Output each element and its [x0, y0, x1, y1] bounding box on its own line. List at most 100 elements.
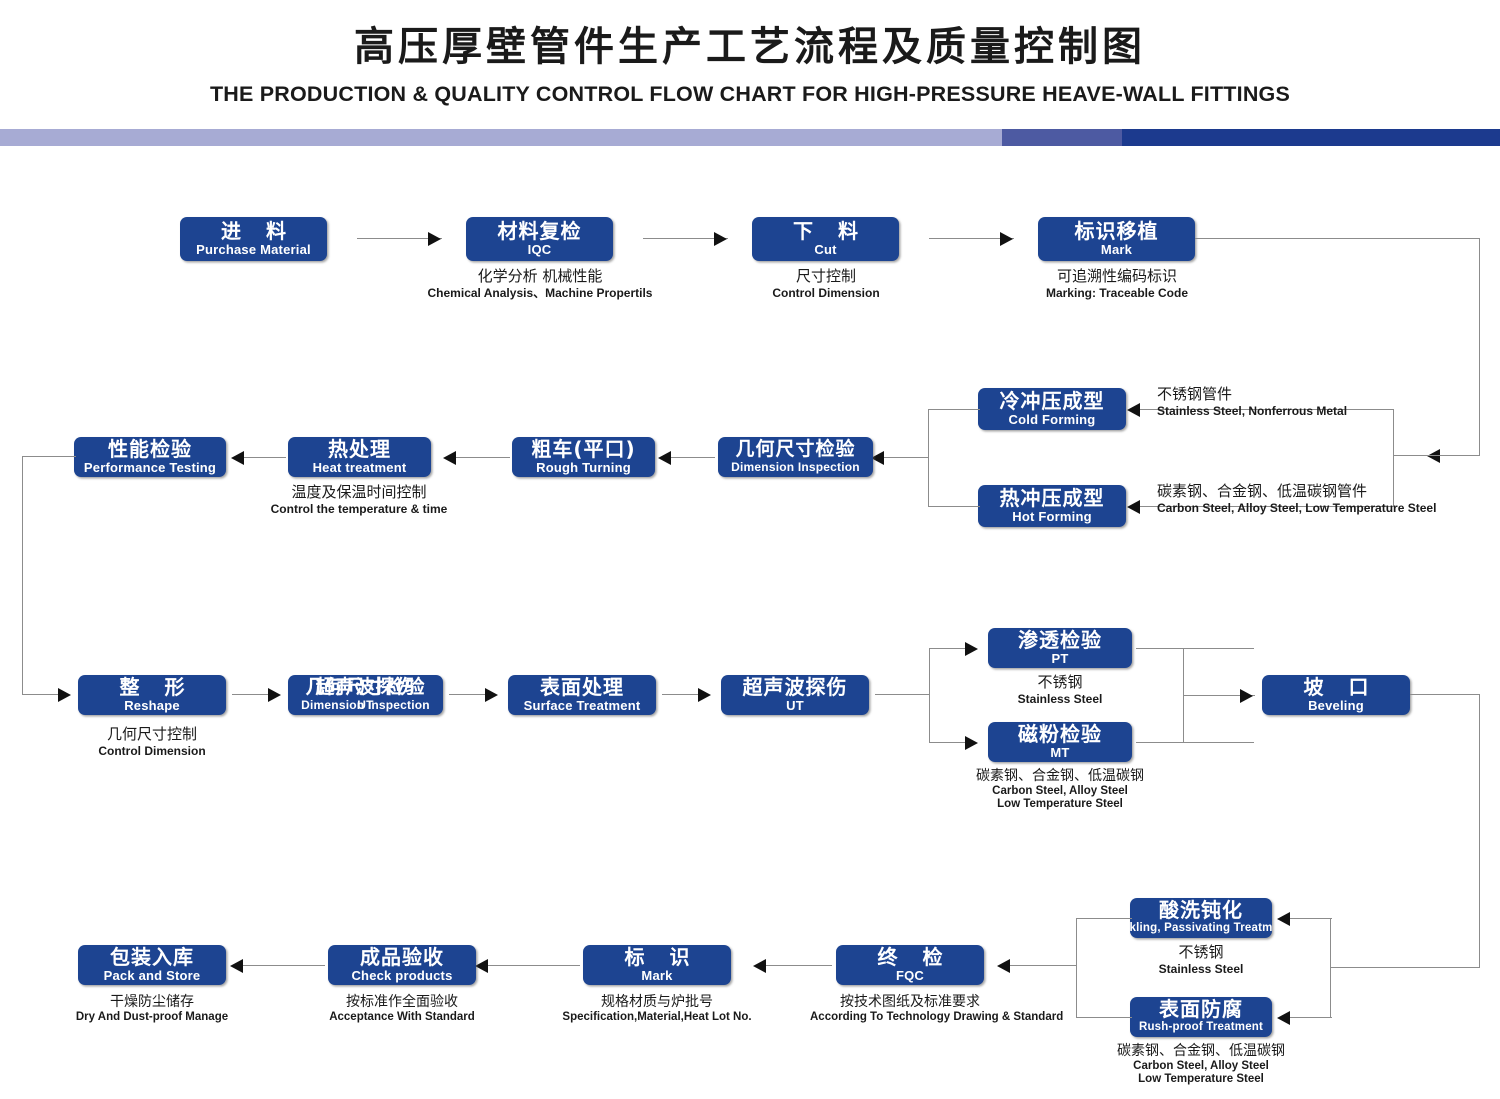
- connector-fqc-to-mark2: [766, 965, 832, 967]
- node-label-en: Pack and Store: [103, 967, 201, 983]
- node-surface-treatment[interactable]: 表面处理 Surface Treatment: [508, 675, 656, 715]
- node-label-en: Cut: [814, 241, 837, 257]
- node-mark-transplant[interactable]: 标识移植 Mark: [1038, 217, 1195, 261]
- node-label-cn: 终 检: [877, 945, 952, 969]
- node-hot-forming[interactable]: 热冲压成型 Hot Forming: [978, 485, 1126, 527]
- node-rushproof-treatment[interactable]: 表面防腐 Rush-proof Treatment: [1130, 997, 1272, 1037]
- connector-mark2-to-check: [488, 965, 580, 967]
- node-label-cn: 几何尺寸检验: [305, 675, 426, 698]
- node-iqc[interactable]: 材料复检 IQC: [466, 217, 613, 261]
- node-rough-turning[interactable]: 粗车(平口) Rough Turning: [512, 437, 655, 477]
- node-label-cn: 坡 口: [1303, 675, 1378, 699]
- connector-ut-right: [875, 694, 930, 696]
- node-label-en: Pickling, Passivating Treatment: [1130, 922, 1272, 935]
- node-mt-inspection[interactable]: 磁粉检验 MT: [988, 722, 1132, 762]
- caption-cn: 规格材质与炉批号: [601, 994, 713, 1010]
- node-performance-testing[interactable]: 性能检验 Performance Testing: [74, 437, 226, 477]
- connector-beveling-right: [1410, 694, 1480, 696]
- node-pack-and-store[interactable]: 包装入库 Pack and Store: [78, 945, 226, 985]
- connector-rough-to-heat: [452, 457, 510, 459]
- caption-cn: 按标准作全面验收: [346, 994, 458, 1010]
- arrow-into-mt: [965, 736, 978, 750]
- arrow-into-beveling: [1240, 689, 1253, 703]
- node-label-en: Performance Testing: [83, 459, 217, 475]
- node-dimension-inspection-2[interactable]: 几何尺寸检验 Dimension Inspection 超声波探伤 UT: [288, 675, 443, 715]
- caption-reshape: 几何尺寸控制 Control Dimension: [0, 725, 352, 758]
- node-fqc[interactable]: 终 检 FQC: [836, 945, 984, 985]
- connector-forming-to-dim1: [880, 457, 929, 459]
- node-cut[interactable]: 下 料 Cut: [752, 217, 899, 261]
- connector-to-hot-forming: [1140, 506, 1394, 508]
- caption-en: Acceptance With Standard: [329, 1010, 475, 1023]
- node-reshape[interactable]: 整 形 Reshape: [78, 675, 226, 715]
- pickling-split-spine: [1330, 918, 1332, 1018]
- node-label-en: Dimension Inspection: [301, 697, 430, 712]
- connector-merge-to-beveling: [1183, 695, 1255, 697]
- caption-cold-forming: 不锈钢管件 Stainless Steel, Nonferrous Metal: [1157, 385, 1497, 418]
- page-title-chinese: 高压厚壁管件生产工艺流程及质量控制图: [354, 24, 1146, 70]
- caption-cn: 不锈钢管件: [1157, 385, 1233, 403]
- caption-pt: 不锈钢 Stainless Steel: [988, 673, 1132, 706]
- arrow-into-pt: [965, 642, 978, 656]
- caption-mark-transplant: 可追溯性编码标识 Marking: Traceable Code: [917, 267, 1317, 300]
- arrow-into-ultrasonic-test: [698, 688, 711, 702]
- caption-cn: 几何尺寸控制: [106, 725, 197, 743]
- caption-cut: 尺寸控制 Control Dimension: [626, 267, 1026, 300]
- caption-cn: 尺寸控制: [795, 267, 856, 285]
- mt-merge-line: [1136, 742, 1254, 744]
- caption-pack-and-store: 干燥防尘储存 Dry And Dust-proof Manage: [52, 994, 252, 1024]
- caption-en: Stainless Steel: [1158, 961, 1244, 976]
- node-label-en: FQC: [895, 967, 925, 983]
- node-label-cn: 表面处理: [540, 675, 624, 699]
- node-label-cn: 热冲压成型: [999, 485, 1105, 510]
- node-purchase-material[interactable]: 进 料 Purchase Material: [180, 217, 327, 261]
- node-dimension-inspection-1[interactable]: 几何尺寸检验 Dimension Inspection: [718, 437, 873, 477]
- node-label-cn: 下 料: [793, 218, 867, 243]
- node-beveling[interactable]: 坡 口 Beveling: [1262, 675, 1410, 715]
- node-pickling-passivating[interactable]: 酸洗钝化 Pickling, Passivating Treatment: [1130, 898, 1272, 938]
- arrow-into-surface-treatment: [485, 688, 498, 702]
- connector-split-to-pickling: [1290, 918, 1332, 920]
- node-label-cn: 超声波探伤: [742, 675, 848, 699]
- connector-iqc-to-cut: [643, 238, 728, 240]
- node-label-cn: 热处理: [328, 437, 391, 461]
- node-label-en: Beveling: [1308, 697, 1364, 713]
- node-pt-inspection[interactable]: 渗透检验 PT: [988, 628, 1132, 668]
- caption-en-line2: Low Temperature Steel: [1138, 1073, 1264, 1086]
- node-label-cn: 性能检验: [108, 437, 192, 461]
- node-label-en: Hot Forming: [1012, 508, 1092, 524]
- node-label-en: Rush-proof Treatment: [1138, 1021, 1264, 1034]
- connector-dim2-to-surface: [449, 694, 493, 696]
- caption-en: Control Dimension: [98, 743, 206, 758]
- caption-en: Carbon Steel, Alloy Steel: [992, 784, 1128, 797]
- connector-performance-left: [22, 456, 76, 458]
- arrow-into-cold-forming: [1127, 403, 1140, 417]
- caption-cn: 温度及保温时间控制: [291, 483, 427, 501]
- node-check-products[interactable]: 成品验收 Check products: [328, 945, 476, 985]
- node-label-cn: 标 识: [624, 945, 699, 969]
- pt-merge-line: [1136, 648, 1254, 650]
- caption-pickling: 不锈钢 Stainless Steel: [1130, 943, 1272, 976]
- pt-mt-split-spine: [929, 648, 931, 743]
- arrow-into-check-products: [475, 959, 488, 973]
- arrow-into-reshape: [58, 688, 71, 702]
- node-heat-treatment[interactable]: 热处理 Heat treatment: [288, 437, 431, 477]
- connector-heat-to-performance: [240, 457, 286, 459]
- node-ultrasonic-test[interactable]: 超声波探伤 UT: [721, 675, 869, 715]
- caption-iqc: 化学分析 机械性能 Chemical Analysis、Machine Prop…: [340, 267, 740, 300]
- node-label-en: Mark: [641, 967, 673, 983]
- forming-split-spine-stub: [1393, 455, 1440, 457]
- node-label-en: Heat treatment: [312, 459, 407, 475]
- caption-en: Specification,Material,Heat Lot No.: [562, 1010, 752, 1023]
- connector-merge-to-fqc: [1010, 965, 1077, 967]
- arrow-purchase-to-iqc: [428, 232, 441, 246]
- connector-cut-to-mark: [929, 238, 1014, 240]
- forming-merge-top: [928, 409, 980, 411]
- node-cold-forming[interactable]: 冷冲压成型 Cold Forming: [978, 388, 1126, 430]
- connector-reshape-to-dim2: [232, 694, 276, 696]
- caption-en: Stainless Steel, Nonferrous Metal: [1157, 403, 1348, 418]
- node-mark-2[interactable]: 标 识 Mark: [583, 945, 731, 985]
- node-label-cn: 包装入库: [110, 945, 194, 969]
- caption-en: Control the temperature & time: [270, 501, 448, 516]
